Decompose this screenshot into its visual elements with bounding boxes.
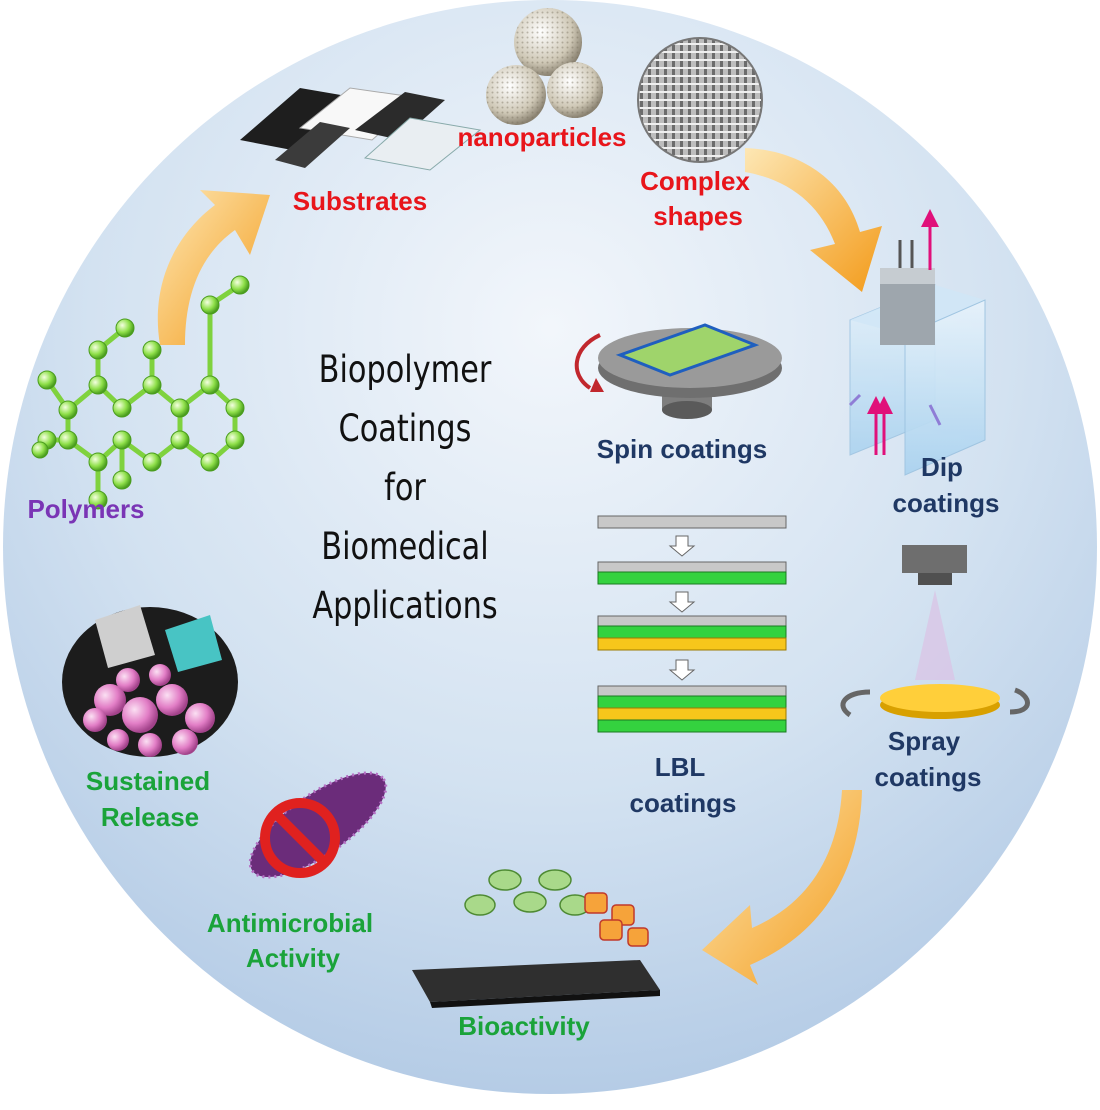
curved-arrow-icon [157,190,270,345]
label-spin: Spin coatings [597,434,767,464]
title-line: Biopolymer [318,348,492,391]
label-bioactivity: Bioactivity [458,1011,590,1041]
label-sustained-2: Release [101,802,199,832]
title-line: Biomedical [321,525,489,568]
diagram-title: Biopolymer Coatings for Biomedical Appli… [286,340,524,635]
label-complex-1: Complex [640,166,750,196]
label-spray-2: coatings [875,762,982,792]
curved-arrow-icon [745,148,882,292]
nanoparticles-icon [486,8,603,125]
label-nanoparticles: nanoparticles [457,122,626,152]
cells-on-surface-icon [412,869,660,1008]
drug-capsule-icon [62,605,238,757]
substrate-slides-icon [240,87,482,171]
label-polymers: Polymers [27,494,144,524]
lbl-stack-icon [597,515,787,733]
bacteria-prohibited-icon [248,771,388,879]
label-lbl-2: coatings [630,788,737,818]
label-complex-2: shapes [653,201,743,231]
label-antimicrobial-1: Antimicrobial [207,908,373,938]
title-line: for [384,466,426,509]
spray-nozzle-icon [840,545,1030,719]
label-dip-1: Dip [921,452,963,482]
label-spray-1: Spray [888,726,961,756]
label-substrates: Substrates [293,186,427,216]
polymer-atoms [31,275,250,510]
title-line: Coatings [338,407,472,450]
label-lbl-1: LBL [655,752,706,782]
complex-mesh-icon [637,37,763,163]
title-line: Applications [312,584,498,627]
label-dip-2: coatings [893,488,1000,518]
label-sustained-1: Sustained [86,766,210,796]
spin-coater-icon [574,323,782,419]
dip-coater-icon [848,209,986,476]
curved-arrow-icon [702,790,862,985]
label-antimicrobial-2: Activity [246,943,340,973]
